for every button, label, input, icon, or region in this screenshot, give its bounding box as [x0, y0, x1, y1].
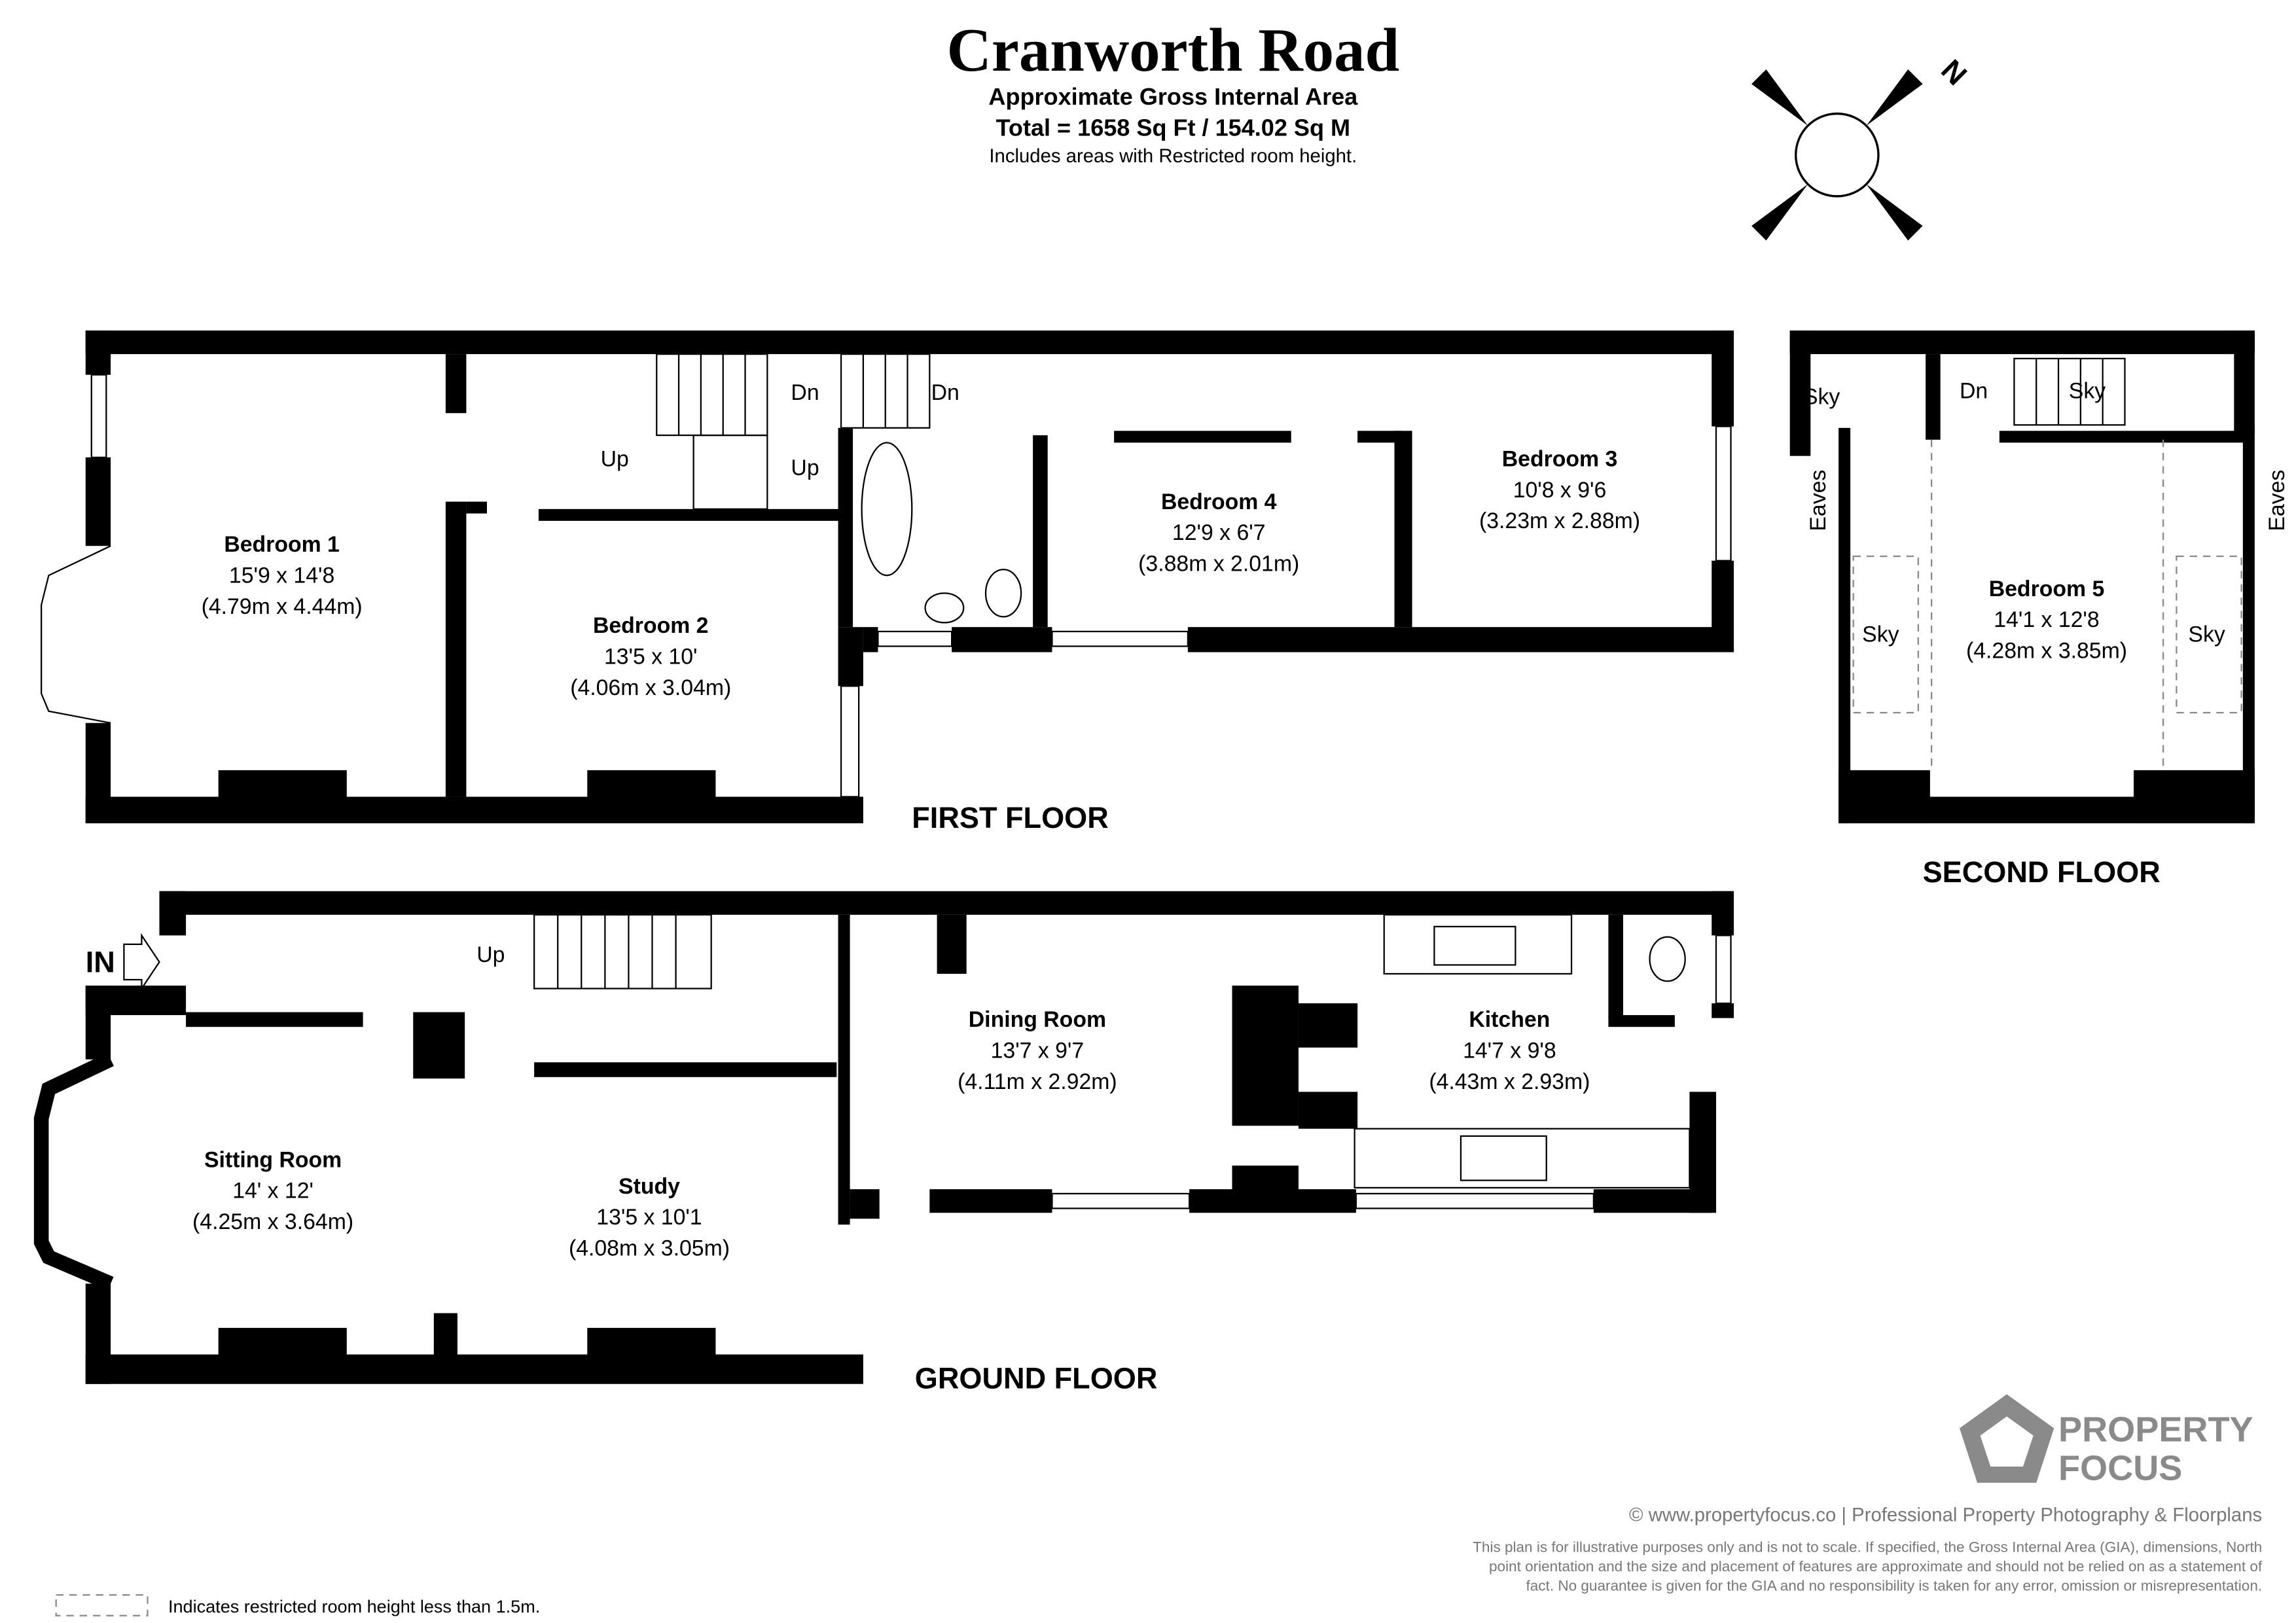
- skylight-label: Sky: [2188, 622, 2225, 647]
- stairs-up-label: Up: [791, 455, 819, 480]
- room-bedroom-5: Bedroom 5 14'1 x 12'8 (4.28m x 3.85m): [1966, 577, 2127, 664]
- entrance-arrow-icon: [123, 933, 160, 991]
- svg-text:Bedroom 5: Bedroom 5: [1989, 577, 2105, 601]
- subtitle: Approximate Gross Internal Area: [988, 83, 1358, 110]
- svg-text:(4.08m x 3.05m): (4.08m x 3.05m): [569, 1236, 730, 1261]
- first-floor-label: FIRST FLOOR: [912, 801, 1109, 834]
- svg-text:(4.25m x 3.64m): (4.25m x 3.64m): [192, 1209, 353, 1234]
- room-kitchen: Kitchen 14'7 x 9'8 (4.43m x 2.93m): [1429, 1007, 1590, 1094]
- room-sitting-room: Sitting Room 14' x 12' (4.25m x 3.64m): [192, 1147, 353, 1234]
- stairs-down-label: Dn: [931, 380, 960, 405]
- entrance-label: IN: [86, 946, 115, 979]
- eaves-label: Eaves: [2265, 470, 2289, 531]
- skylight-label: Sky: [2069, 379, 2106, 404]
- svg-text:Kitchen: Kitchen: [1469, 1007, 1550, 1032]
- svg-text:Bedroom 1: Bedroom 1: [224, 532, 340, 557]
- restricted-height-areas: [1852, 439, 2242, 770]
- copyright: © www.propertyfocus.co | Professional Pr…: [1629, 1504, 2262, 1525]
- room-bedroom-2: Bedroom 2 13'5 x 10' (4.06m x 3.04m): [570, 613, 731, 700]
- room-bedroom-1: Bedroom 1 15'9 x 14'8 (4.79m x 4.44m): [202, 532, 363, 619]
- ground-floor-label: GROUND FLOOR: [915, 1362, 1158, 1395]
- first-floor-walls: [85, 330, 1734, 824]
- svg-text:13'5 x 10'1: 13'5 x 10'1: [596, 1205, 702, 1230]
- room-dining-room: Dining Room 13'7 x 9'7 (4.11m x 2.92m): [958, 1007, 1117, 1094]
- property-focus-logo: PROPERTY FOCUS: [1959, 1394, 2253, 1488]
- page-title: Cranworth Road: [946, 16, 1399, 84]
- svg-text:Bedroom 4: Bedroom 4: [1161, 490, 1277, 514]
- ground-floor-walls: [85, 891, 1734, 1384]
- stairs-up-label: Up: [601, 446, 629, 471]
- svg-text:Sitting Room: Sitting Room: [204, 1147, 342, 1172]
- room-bedroom-4: Bedroom 4 12'9 x 6'7 (3.88m x 2.01m): [1138, 490, 1299, 577]
- eaves-label: Eaves: [1806, 470, 1831, 531]
- restricted-height-legend-swatch: [55, 1594, 149, 1616]
- svg-text:Bedroom 2: Bedroom 2: [593, 613, 709, 638]
- svg-text:13'5 x 10': 13'5 x 10': [604, 645, 698, 669]
- svg-text:Bedroom 3: Bedroom 3: [1502, 446, 1618, 471]
- skylight-label: Sky: [1803, 385, 1840, 410]
- svg-text:13'7 x 9'7: 13'7 x 9'7: [991, 1039, 1085, 1063]
- svg-text:(4.28m x 3.85m): (4.28m x 3.85m): [1966, 639, 2127, 664]
- svg-text:(4.43m x 2.93m): (4.43m x 2.93m): [1429, 1069, 1590, 1094]
- svg-text:(4.11m x 2.92m): (4.11m x 2.92m): [958, 1069, 1117, 1094]
- svg-text:Study: Study: [619, 1174, 680, 1199]
- svg-text:(4.06m x 3.04m): (4.06m x 3.04m): [570, 675, 731, 700]
- total-area: Total = 1658 Sq Ft / 154.02 Sq M: [996, 114, 1350, 141]
- ground-floor-fixtures: [533, 914, 1691, 1189]
- svg-text:FOCUS: FOCUS: [2058, 1448, 2182, 1488]
- first-floor-stairs: [656, 353, 1022, 624]
- svg-text:14' x 12': 14' x 12': [232, 1179, 314, 1204]
- north-label: N: [1935, 53, 1973, 92]
- compass-rose-icon: [1751, 69, 1923, 241]
- disclaimer-line: This plan is for illustrative purposes o…: [1473, 1539, 2262, 1556]
- second-floor-stairs: [2013, 357, 2126, 426]
- svg-text:15'9 x 14'8: 15'9 x 14'8: [229, 563, 334, 588]
- svg-text:14'1 x 12'8: 14'1 x 12'8: [1994, 607, 2099, 632]
- svg-text:(4.79m x 4.44m): (4.79m x 4.44m): [202, 594, 363, 619]
- room-bedroom-3: Bedroom 3 10'8 x 9'6 (3.23m x 2.88m): [1479, 446, 1640, 533]
- svg-text:10'8 x 9'6: 10'8 x 9'6: [1513, 478, 1607, 503]
- stairs-up-label: Up: [476, 942, 505, 967]
- stairs-down-label: Dn: [791, 380, 819, 405]
- svg-text:Dining Room: Dining Room: [969, 1007, 1106, 1032]
- svg-text:(3.23m x 2.88m): (3.23m x 2.88m): [1479, 508, 1640, 533]
- svg-text:12'9 x 6'7: 12'9 x 6'7: [1172, 520, 1266, 545]
- svg-text:14'7 x 9'8: 14'7 x 9'8: [1463, 1039, 1556, 1063]
- skylight-label: Sky: [1862, 622, 1899, 647]
- svg-text:PROPERTY: PROPERTY: [2058, 1410, 2253, 1450]
- second-floor-walls: [1789, 330, 2255, 824]
- svg-text:(3.88m x 2.01m): (3.88m x 2.01m): [1138, 552, 1299, 577]
- stairs-down-label: Dn: [1960, 379, 1988, 404]
- disclaimer-line: fact. No guarantee is given for the GIA …: [1526, 1577, 2263, 1594]
- restricted-note: Includes areas with Restricted room heig…: [989, 145, 1357, 167]
- disclaimer-line: point orientation and the size and place…: [1489, 1558, 2263, 1575]
- legend-text: Indicates restricted room height less th…: [168, 1597, 540, 1616]
- second-floor-label: SECOND FLOOR: [1923, 855, 2161, 889]
- room-study: Study 13'5 x 10'1 (4.08m x 3.05m): [569, 1174, 730, 1261]
